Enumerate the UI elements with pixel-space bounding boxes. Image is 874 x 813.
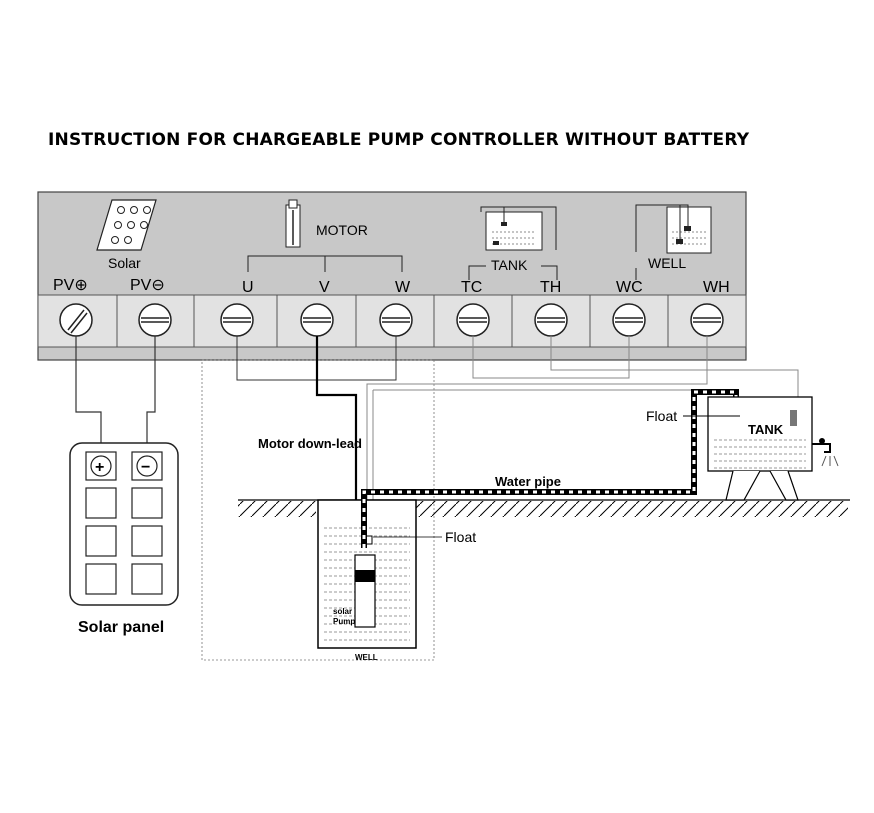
motor-wiring <box>236 336 397 548</box>
terminal-label-wh: WH <box>703 279 730 296</box>
terminal-label-w: W <box>395 279 411 296</box>
terminal-label-pv-minus: PV⊖ <box>130 277 165 294</box>
pv-wiring <box>75 336 156 455</box>
motor-icon <box>285 199 301 248</box>
page-title: INSTRUCTION FOR CHARGEABLE PUMP CONTROLL… <box>48 130 750 150</box>
tank-icon <box>480 206 557 251</box>
elevated-tank <box>683 396 839 501</box>
well-label: WELL <box>648 255 686 271</box>
well-float-label: Float <box>445 529 476 545</box>
tank-float-label: Float <box>646 408 677 424</box>
plus-terminal-icon <box>90 455 112 477</box>
well-icon <box>635 204 712 254</box>
sensor-wiring <box>366 336 799 548</box>
solar-label: Solar <box>108 255 141 271</box>
ground <box>238 499 850 517</box>
minus-terminal-icon <box>136 455 158 477</box>
terminal-label-u: U <box>242 279 254 296</box>
panel-plus-sign: + <box>95 459 104 476</box>
terminal-screw-pv-minus[interactable] <box>138 303 172 337</box>
terminal-screw-pv-plus[interactable] <box>59 303 93 337</box>
solar-panel: + − <box>69 442 179 606</box>
motor-label: MOTOR <box>316 222 368 238</box>
pump-label-line2: Pump <box>333 617 355 626</box>
terminal-screw-u[interactable] <box>220 303 254 337</box>
water-pipe-label: Water pipe <box>495 474 561 489</box>
terminal-label-wc: WC <box>616 279 643 296</box>
terminal-screw-v[interactable] <box>300 303 334 337</box>
terminal-screw-tc[interactable] <box>456 303 490 337</box>
well-bottom-label: WELL <box>355 653 378 662</box>
panel-minus-sign: − <box>141 459 150 476</box>
terminal-screw-w[interactable] <box>379 303 413 337</box>
terminal-label-pv-plus: PV⊕ <box>53 277 88 294</box>
solar-panel-caption: Solar panel <box>78 619 164 636</box>
faucet-icon <box>812 438 839 467</box>
terminal-screw-wc[interactable] <box>612 303 646 337</box>
terminal-screw-wh[interactable] <box>690 303 724 337</box>
water-pipe <box>361 389 739 548</box>
motor-down-lead-label: Motor down-lead <box>258 436 362 451</box>
terminal-label-th: TH <box>540 279 561 296</box>
terminal-screw-th[interactable] <box>534 303 568 337</box>
terminal-label-tc: TC <box>461 279 482 296</box>
tank-label-main: TANK <box>748 422 784 437</box>
terminal-label-v: V <box>319 279 330 296</box>
tank-label: TANK <box>491 257 528 273</box>
solar-icon <box>96 199 157 251</box>
pump-label-line1: solar <box>333 607 352 616</box>
